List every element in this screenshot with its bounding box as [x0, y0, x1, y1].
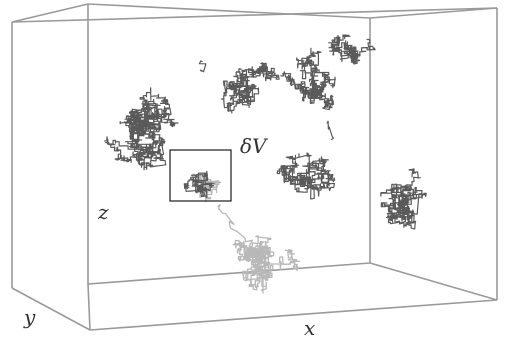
walk-trajectory	[326, 120, 334, 141]
walk-trajectory	[328, 34, 376, 65]
box-edge	[11, 7, 498, 23]
walk-trajectory	[217, 204, 253, 247]
box-edge	[87, 283, 91, 331]
y-axis-label: y	[23, 305, 36, 329]
box-edge	[87, 262, 371, 285]
x-axis-label: x	[304, 316, 315, 340]
bounding-box	[11, 3, 498, 331]
walk-trajectory	[280, 47, 336, 111]
box-edge	[369, 7, 498, 19]
box-edge	[87, 3, 371, 19]
box-edge	[89, 299, 498, 331]
box-edge	[11, 287, 91, 331]
walk-trajectory	[232, 235, 300, 294]
z-axis-label: z	[97, 200, 109, 224]
sampling-volume-box	[169, 149, 232, 202]
box-edge	[369, 262, 498, 301]
walk-trajectory	[183, 170, 215, 198]
box-edge	[11, 3, 89, 23]
walk-trajectory	[380, 168, 427, 230]
random-walk-paths	[104, 34, 427, 294]
walk-trajectory	[104, 103, 167, 171]
walk-trajectory	[123, 87, 179, 135]
walk-trajectory	[220, 62, 280, 114]
walk-trajectory	[198, 60, 207, 73]
volume-label: δV	[240, 134, 269, 158]
walk-trajectory	[276, 152, 336, 200]
